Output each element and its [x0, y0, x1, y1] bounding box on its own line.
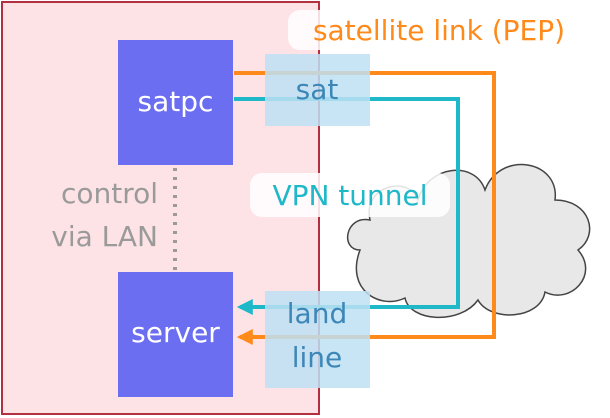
satellite-link-label: satellite link (PEP) — [313, 14, 565, 47]
land-line-label-box — [265, 291, 370, 388]
vpn-tunnel-label-bg — [250, 173, 450, 217]
server-box — [118, 272, 233, 397]
control-label-2: via LAN — [51, 220, 158, 253]
sat-label-box — [265, 54, 370, 126]
satpc-node: satpc — [118, 40, 233, 165]
satellite-link-label-bg — [288, 10, 590, 50]
server-node: server — [118, 272, 233, 397]
satpc-box — [118, 40, 233, 165]
land-line-label-1: land — [287, 297, 347, 330]
sat-label: sat — [296, 73, 339, 106]
land-line-label-2: line — [292, 341, 343, 374]
server-label: server — [131, 316, 220, 349]
vpn-tunnel-label: VPN tunnel — [272, 179, 427, 212]
satpc-label: satpc — [138, 85, 214, 118]
control-label-1: control — [61, 177, 158, 210]
